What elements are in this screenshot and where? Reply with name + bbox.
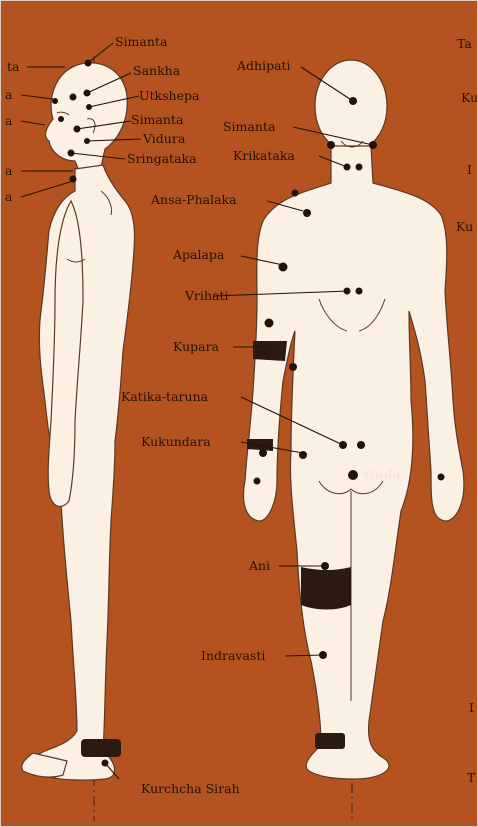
label-kupara: Kupara <box>173 340 219 354</box>
label-apalapa: Apalapa <box>173 248 224 262</box>
label-krikataka: Krikataka <box>233 149 295 163</box>
label-simanta-side: Simanta <box>131 113 183 127</box>
edge-left-3: a <box>5 114 12 128</box>
label-kukundara: Kukundara <box>141 435 211 449</box>
label-kurchcha-sirah: Kurchcha Sirah <box>141 782 240 796</box>
elbow-band <box>253 341 287 361</box>
label-utkshepa: Utkshepa <box>139 89 199 103</box>
edge-left-1: ta <box>7 60 19 74</box>
label-sankha: Sankha <box>133 64 180 78</box>
edge-right-4: Ku <box>456 220 473 234</box>
edge-left-4: a <box>5 164 12 178</box>
label-ani: Ani <box>249 559 270 573</box>
label-simanta-back: Simanta <box>223 120 275 134</box>
back-figure <box>244 60 464 779</box>
label-simanta-top: Simanta <box>115 35 167 49</box>
label-adhipati: Adhipati <box>237 59 291 73</box>
edge-right-3: I <box>467 163 472 177</box>
label-vrihati: Vrihati <box>185 289 229 303</box>
side-ankle-band <box>81 739 121 757</box>
label-sringataka: Sringataka <box>127 152 197 166</box>
label-ansa-phalaka: Ansa-Phalaka <box>151 193 237 207</box>
edge-right-1: Ta <box>457 37 472 51</box>
knee-band <box>301 567 351 610</box>
label-indravasti: Indravasti <box>201 649 265 663</box>
edge-left-5: a <box>5 190 12 204</box>
edge-right-2: Ku <box>461 91 478 105</box>
label-guda: Guda <box>364 468 401 482</box>
edge-left-2: a <box>5 88 12 102</box>
edge-right-5: I <box>469 701 474 715</box>
back-ankle-band <box>315 733 345 749</box>
label-vidura: Vidura <box>143 132 185 146</box>
label-katika-taruna: Katika-taruna <box>121 390 208 404</box>
edge-right-6: T <box>467 771 475 785</box>
side-figure <box>22 63 135 780</box>
